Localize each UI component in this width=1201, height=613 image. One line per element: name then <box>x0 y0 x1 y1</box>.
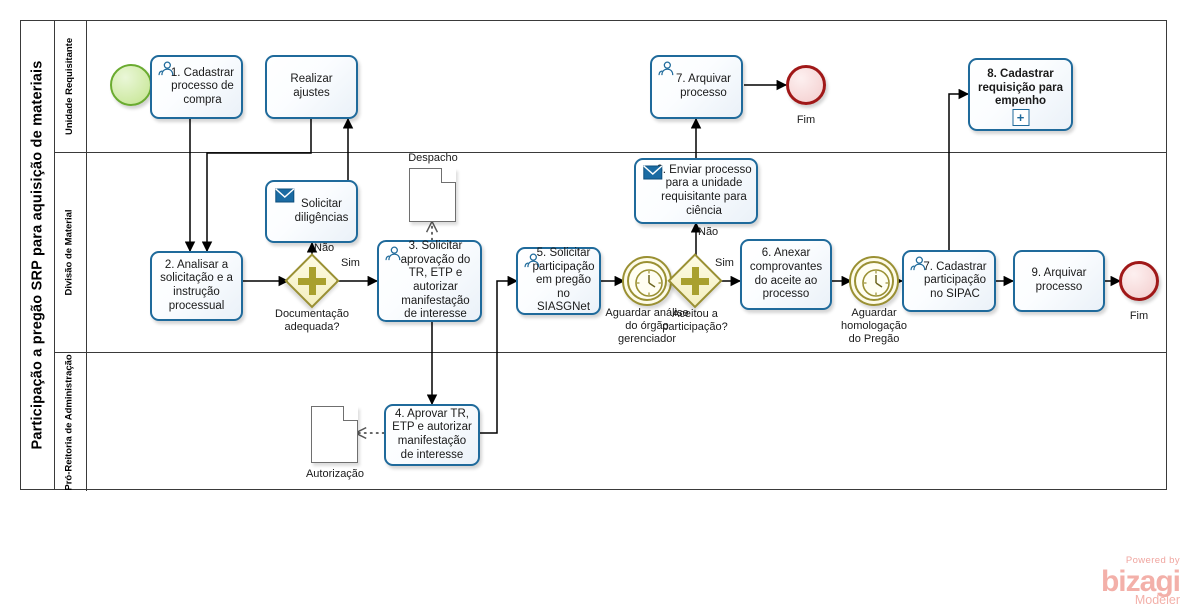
gateway-documentacao-no-label: Não <box>314 242 335 254</box>
task-5-solicitar-participacao-siasgnet[interactable]: 5. Solicitar participação em pregão no S… <box>516 247 601 315</box>
pool-title: Participação a pregão SRP para aquisição… <box>21 21 55 489</box>
task-label: 7. Arquivar processo <box>676 73 731 99</box>
watermark-powered-by: Powered by <box>1125 555 1180 566</box>
lane-unidade-requisitante-label: Unidade Requisitante <box>64 37 76 136</box>
lane-divisao-de-material-label: Divisão de Material <box>64 209 76 296</box>
task-label: 8. Cadastrar requisição para empenho <box>977 68 1063 108</box>
lane-pro-reitoria-de-administracao-label: Pró-Reitoria de Administração <box>64 353 76 491</box>
clock-icon <box>635 269 663 297</box>
timer-event-analise[interactable] <box>622 256 672 306</box>
start-event[interactable] <box>110 64 152 106</box>
end-event-right[interactable] <box>1119 261 1159 301</box>
gateway-aceitou-yes-label: Sim <box>715 257 734 269</box>
task-8-cadastrar-requisicao-para-empenho[interactable]: 8. Cadastrar requisição para empenho + <box>968 58 1073 131</box>
lane-pro-reitoria-de-administracao: Pró-Reitoria de Administração <box>55 353 1167 491</box>
gateway-x-marker <box>691 267 699 295</box>
task-label: 6. Anexar comprovantes do aceite ao proc… <box>749 247 823 301</box>
bizagi-watermark: Powered by bizagi Modeler <box>1040 555 1181 607</box>
task-7-cadastrar-participacao-sipac[interactable]: 7. Cadastrar participação no SIPAC <box>902 250 996 312</box>
task-6-anexar-comprovantes-aceite[interactable]: 6. Anexar comprovantes do aceite ao proc… <box>740 239 832 310</box>
task-label: 6. Enviar processo para a unidade requis… <box>656 163 752 217</box>
task-label: Solicitar diligências <box>294 197 349 224</box>
send-task-icon <box>643 165 663 180</box>
user-task-icon <box>158 61 174 76</box>
watermark-brand: bizagi <box>1100 564 1181 598</box>
clock-icon <box>862 269 890 297</box>
pool-title-label: Participação a pregão SRP para aquisição… <box>29 60 46 450</box>
gateway-documentacao-yes-label: Sim <box>341 257 360 269</box>
user-task-icon <box>910 256 926 271</box>
end-event-top[interactable] <box>786 65 826 105</box>
task-realizar-ajustes[interactable]: Realizar ajustes <box>265 55 358 119</box>
task-solicitar-diligencias[interactable]: Solicitar diligências <box>265 180 358 243</box>
task-label: 9. Arquivar processo <box>1031 267 1087 293</box>
task-label: 2. Analisar a solicitação e a instrução … <box>160 258 233 312</box>
end-event-right-label: Fim <box>1129 310 1149 322</box>
end-event-top-label: Fim <box>796 114 816 126</box>
task-4-aprovar-tr-etp-autorizar[interactable]: 4. Aprovar TR, ETP e autorizar manifesta… <box>384 404 480 466</box>
data-object-autorizacao[interactable] <box>311 406 358 463</box>
task-6-enviar-processo-unidade-requisitante[interactable]: 6. Enviar processo para a unidade requis… <box>634 158 758 224</box>
gateway-documentacao-adequada-label: Documentação adequada? <box>275 308 349 333</box>
lane-unidade-requisitante: Unidade Requisitante <box>55 21 1167 153</box>
lane-unidade-requisitante-title: Unidade Requisitante <box>55 21 87 152</box>
task-9-arquivar-processo[interactable]: 9. Arquivar processo <box>1013 250 1105 312</box>
gateway-documentacao-adequada[interactable] <box>284 253 340 309</box>
gateway-aceitou-no-label: Não <box>698 226 719 238</box>
lane-pro-reitoria-de-administracao-title: Pró-Reitoria de Administração <box>55 353 87 491</box>
task-1-cadastrar-processo-de-compra[interactable]: 1. Cadastrar processo de compra <box>150 55 243 119</box>
send-task-icon <box>275 188 295 203</box>
user-task-icon <box>385 246 401 261</box>
task-label: 1. Cadastrar processo de compra <box>170 66 235 106</box>
task-3-solicitar-aprovacao-tr-etp[interactable]: 3. Solicitar aprovação do TR, ETP e auto… <box>377 240 482 322</box>
task-label: 4. Aprovar TR, ETP e autorizar manifesta… <box>392 407 472 461</box>
watermark-product: Modeler <box>1134 592 1180 607</box>
data-object-despacho-label: Despacho <box>408 152 458 164</box>
data-object-despacho[interactable] <box>409 168 456 222</box>
user-task-icon <box>658 61 674 76</box>
task-label: Realizar ajustes <box>290 73 333 99</box>
task-2-analisar-solicitacao-instrucao[interactable]: 2. Analisar a solicitação e a instrução … <box>150 251 243 321</box>
timer-event-homologacao-label: Aguardar homologação do Pregão <box>840 307 908 345</box>
user-task-icon <box>524 253 540 268</box>
task-7-arquivar-processo-unidade[interactable]: 7. Arquivar processo <box>650 55 743 119</box>
gateway-aceitou-participacao-label: Aceitou a participação? <box>662 308 728 333</box>
subprocess-expand-icon[interactable]: + <box>1012 109 1029 126</box>
gateway-x-marker <box>308 267 316 295</box>
gateway-aceitou-participacao[interactable] <box>667 253 723 309</box>
task-label: 3. Solicitar aprovação do TR, ETP e auto… <box>400 240 471 321</box>
task-label: 7. Cadastrar participação no SIPAC <box>923 260 987 300</box>
lane-divisao-de-material: Divisão de Material <box>55 153 1167 353</box>
data-object-autorizacao-label: Autorização <box>305 468 365 480</box>
timer-event-homologacao[interactable] <box>849 256 899 306</box>
page-fold-icon <box>343 406 358 421</box>
task-label: 5. Solicitar participação em pregão no S… <box>532 247 595 314</box>
lane-divisao-de-material-title: Divisão de Material <box>55 153 87 352</box>
timer-event-analise-label: Aguardar análise do órgão gerenciador <box>605 307 689 345</box>
page-fold-icon <box>441 168 456 183</box>
